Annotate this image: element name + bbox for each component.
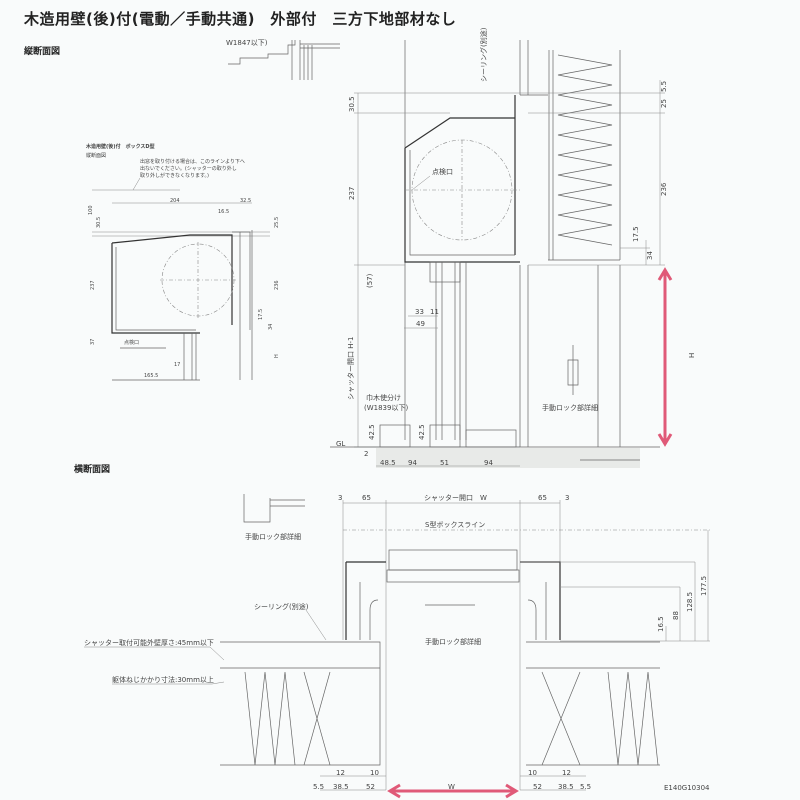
inset-dim-h: H <box>274 354 280 358</box>
manual-lock-small-label: 手動ロック部詳細 <box>245 532 301 541</box>
dim-94-b: 94 <box>484 459 493 467</box>
dim-88: 88 <box>672 611 680 620</box>
inset-dim-width: 204 <box>170 198 180 204</box>
inset-note-2: 出ないでください。(シャッターの取り外し <box>140 165 237 172</box>
dim-16-5: 16.5 <box>657 616 665 632</box>
inspection-port-label: 点検口 <box>432 167 453 176</box>
dim-48-5: 48.5 <box>380 459 396 467</box>
inset-dim-30: 30.5 <box>96 217 102 228</box>
inset-dim-16: 16.5 <box>218 209 229 215</box>
dim-38-5-right: 38.5 <box>558 783 574 791</box>
inset-dim-17b: 17 <box>174 362 180 368</box>
dim-177-5: 177.5 <box>700 576 708 596</box>
inset-dim-100: 100 <box>88 205 94 215</box>
dim-52-left: 52 <box>366 783 375 791</box>
baseboard-label: 巾木使分け <box>366 393 401 402</box>
dim-10-right: 10 <box>528 769 537 777</box>
dim-34: 34 <box>646 251 654 260</box>
vertical-section-label: 縦断面図 <box>24 47 61 57</box>
inset-dim-25: 25.5 <box>274 217 280 228</box>
dim-94-a: 94 <box>408 459 417 467</box>
inset-dim-37: 37 <box>90 339 96 345</box>
inset-dim-right: 32.5 <box>240 198 251 204</box>
wall-thickness-label: シャッター取付可能外壁厚さ:45mm以下 <box>84 638 214 647</box>
inset-dim-236: 236 <box>274 280 280 290</box>
dim-51: 51 <box>440 459 449 467</box>
manual-lock-label-h: 手動ロック部詳細 <box>425 637 481 646</box>
inset-label: 縦断面図 <box>86 152 106 159</box>
dim-65-right: 65 <box>538 494 547 502</box>
dim-17-5: 17.5 <box>632 226 640 242</box>
inset-dim-165: 165.5 <box>144 373 158 379</box>
inset-dim-237: 237 <box>90 280 96 290</box>
horizontal-section: 手動ロック部詳細 3 65 シャッター開口 W 65 3 S型ボックスライン シ… <box>84 493 710 799</box>
inset-section: 木造用壁(後)付 ボックスD型 縦断面図 出窓を取り付ける場合は、このラインより… <box>85 143 280 381</box>
dim-57: (57) <box>366 273 374 288</box>
inset-dim-17: 17.5 <box>258 309 264 320</box>
dim-237: 237 <box>348 187 356 200</box>
inset-title: 木造用壁(後)付 ボックスD型 <box>85 143 155 150</box>
dim-128-5: 128.5 <box>686 592 694 612</box>
dim-5-5-left: 5.5 <box>313 783 324 791</box>
height-label: H <box>688 353 696 358</box>
ground-hatch <box>376 448 640 468</box>
horizontal-section-label: 横断面図 <box>74 465 111 475</box>
height-arrow <box>657 267 673 447</box>
dim-236: 236 <box>660 182 668 196</box>
dim-3-right: 3 <box>565 494 569 502</box>
gl-label: GL <box>336 440 345 448</box>
drawing-title: 木造用壁(後)付(電動／手動共通) 外部付 三方下地部材なし <box>24 10 457 28</box>
main-vertical-section: 点検口 シーリング(別途) 30.5 237 (57) シャッター開口 H-1 … <box>330 27 696 468</box>
inset-dim-34: 34 <box>268 324 274 330</box>
top-detail: W1847以下) <box>226 39 340 80</box>
dim-11: 11 <box>430 308 439 316</box>
dim-42-5-b: 42.5 <box>418 424 426 440</box>
dim-42-5-a: 42.5 <box>368 424 376 440</box>
inset-note-1: 出窓を取り付ける場合は、このラインより下へ <box>140 158 245 165</box>
dim-33: 33 <box>415 308 424 316</box>
dim-65-left: 65 <box>362 494 371 502</box>
inset-port: 点検口 <box>124 339 139 346</box>
manual-lock-label: 手動ロック部詳細 <box>542 403 598 412</box>
drawing-number: E140G10304 <box>664 784 710 792</box>
dim-10-left: 10 <box>370 769 379 777</box>
dim-5-5: 5.5 <box>660 81 668 92</box>
dim-3-left: 3 <box>338 494 342 502</box>
width-arrow <box>387 783 519 799</box>
top-note: W1847以下) <box>226 39 268 47</box>
dim-30-5: 30.5 <box>348 96 356 112</box>
dim-52-right: 52 <box>533 783 542 791</box>
width-label: W <box>448 783 455 791</box>
dim-38-5-left: 38.5 <box>333 783 349 791</box>
sealing-label-h: シーリング(別途) <box>254 602 309 611</box>
opening-width-label: シャッター開口 W <box>424 493 487 502</box>
dim-2: 2 <box>364 450 368 458</box>
dim-12-left: 12 <box>336 769 345 777</box>
dim-12-right: 12 <box>562 769 571 777</box>
sealing-label: シーリング(別途) <box>479 27 488 82</box>
dim-49: 49 <box>416 320 425 328</box>
dim-25: 25 <box>660 99 668 108</box>
baseboard-sub-label: (W1839以下) <box>364 404 408 412</box>
dim-5-5-right: 5.5 <box>580 783 591 791</box>
screw-depth-label: 躯体ねじかかり寸法:30mm以上 <box>112 675 214 684</box>
opening-height-label: シャッター開口 H-1 <box>346 337 355 400</box>
inset-note-3: 取り外しができなくなります。) <box>140 172 209 179</box>
box-line-label: S型ボックスライン <box>425 520 485 529</box>
